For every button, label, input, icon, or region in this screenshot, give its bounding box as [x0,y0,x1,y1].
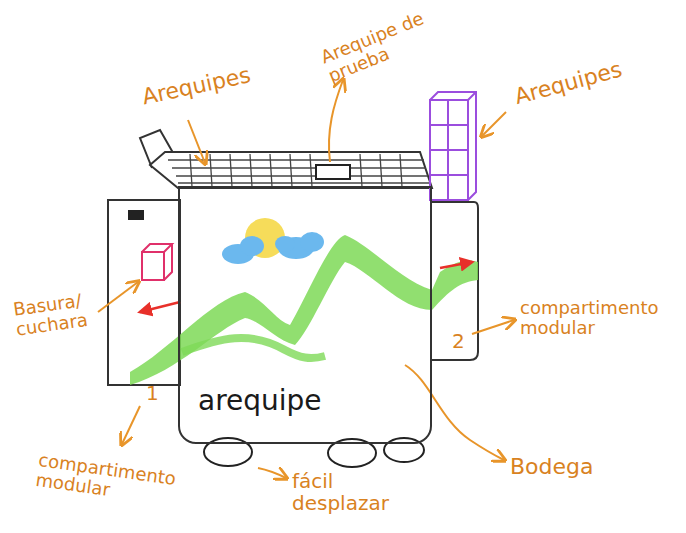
leader-lines [98,80,514,478]
brand-text: arequipe [198,384,322,417]
cart-front-panel: arequipe [178,186,432,444]
slot [128,210,144,220]
callout-label: fácil desplazar [292,470,412,514]
callout-label: Arequipes [512,57,625,109]
callout-number: 2 [452,330,465,352]
callout-label: Bodega [510,455,594,479]
mountains [130,235,478,385]
sample-opening [316,165,350,179]
red-arrow [440,262,472,268]
callout-label: compartimento modular [34,450,188,510]
callout-label: Arequipes [140,63,253,110]
callout-label: Arequipe de prueba [318,4,444,86]
lid [150,152,432,188]
callout-label: compartimento modular [520,298,680,338]
shelf [430,92,476,200]
callout-number: 1 [146,382,159,404]
red-arrow [140,302,180,312]
grid [168,154,430,187]
callout-label: Basura/ cuchara [12,287,112,339]
trash-box [142,244,172,280]
clouds [222,232,324,264]
hill [182,338,325,358]
